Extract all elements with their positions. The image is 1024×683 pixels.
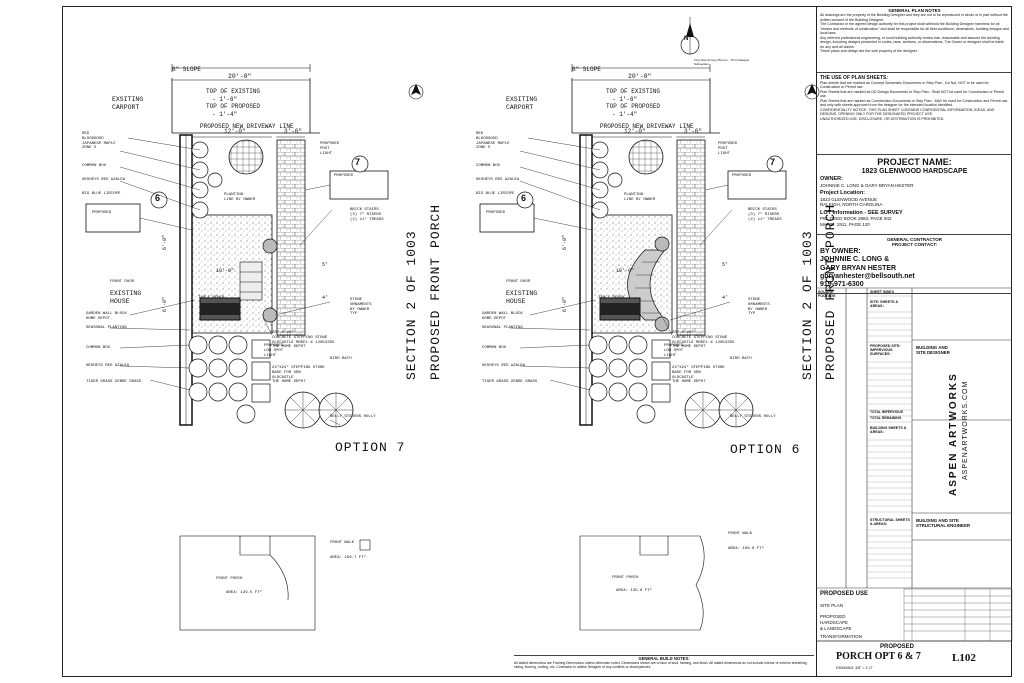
title-block: GENERAL PLAN NOTES All drawings are the … <box>816 6 1012 677</box>
transformation-label: TRANSFORMATION <box>820 634 862 639</box>
plan-sheet-use: THE USE OF PLAN SHEETS: Plan sheets that… <box>817 73 1012 155</box>
general-notes: GENERAL PLAN NOTES All drawings are the … <box>817 6 1012 73</box>
sheet-number: L102 <box>952 652 976 664</box>
north-caption: Vinyl Site Survey Plan for - Thru Glasgo… <box>694 58 750 66</box>
drawing-scale: DRAWING: 3/8" = 1'-0" <box>836 666 873 670</box>
impervious-label: PROPOSED SITE: IMPERVIOUS SURFACES: <box>870 344 901 356</box>
brand-url: ASPENARTWORKS.COM <box>962 380 969 480</box>
site-plan-label: SITE PLAN <box>820 603 844 608</box>
contractor-contact: GENERAL CONTRACTOR PROJECT CONTACT: BY O… <box>817 235 1012 294</box>
sheet-index-label: SHEET INDEX <box>870 290 894 294</box>
drawing-sheet-border <box>62 6 1012 677</box>
plan-option-7 <box>85 64 424 631</box>
general-build-notes: GENERAL BUILD NOTES: All stated dimensio… <box>514 655 814 678</box>
aspen-artworks-logo: ASPEN ARTWORKS <box>948 372 959 496</box>
proposed-use-label: PROPOSED USE <box>820 591 869 597</box>
total-remaining-label: TOTAL REMAINING <box>870 416 902 420</box>
north-label: N <box>684 36 689 42</box>
plan-option-6 <box>479 64 820 631</box>
sheet-title: PORCH OPT 6 & 7 <box>836 651 921 662</box>
north-arrow-icon <box>680 17 700 55</box>
square-footage-label: SQUARE FOOTAGE <box>818 290 836 298</box>
total-impervious-label: TOTAL IMPERVIOUS <box>870 410 904 414</box>
project-info: PROJECT NAME: 1823 GLENWOOD HARDSCAPE OW… <box>817 155 1012 235</box>
sheet-title-top: PROPOSED <box>880 644 915 650</box>
building-sheets-label: BUILDING SHEETS & AREAS: <box>870 426 907 434</box>
structural-sheets-label: STRUCTURAL SHEETS & AREAS: <box>870 518 910 526</box>
site-sheets-label: SITE: SHEETS & AREAS: <box>870 300 899 308</box>
